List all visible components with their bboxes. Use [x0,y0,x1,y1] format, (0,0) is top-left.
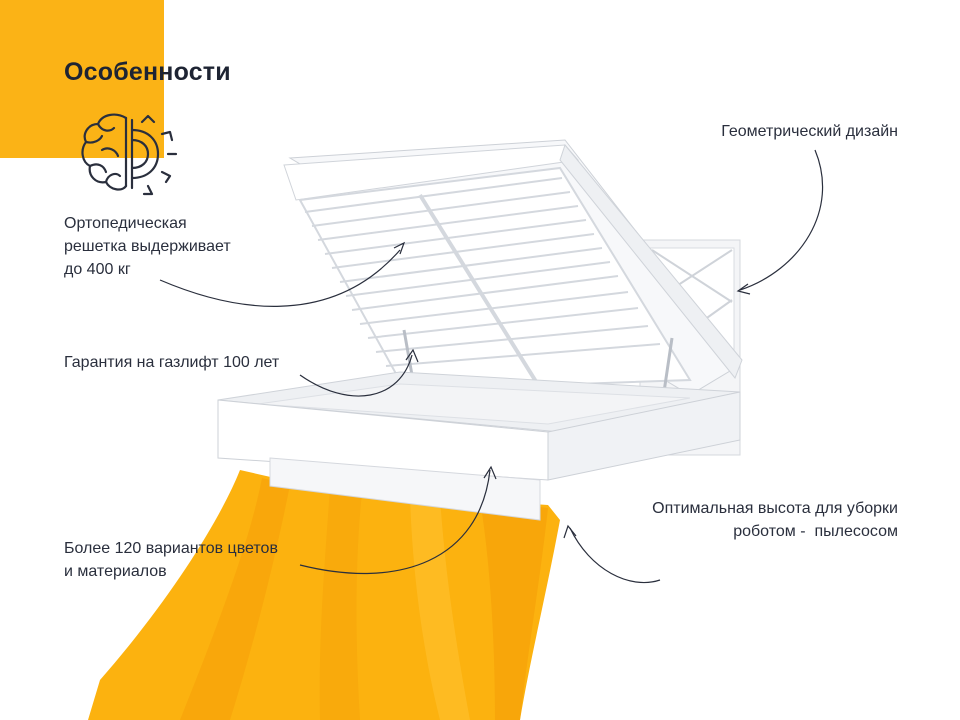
yellow-accent-block [0,0,164,158]
brain-gear-icon [81,113,178,196]
feature-height-line-1: Оптимальная высота для уборки [652,500,898,517]
feature-orthopedic-line-1: Ортопедическая [64,215,187,232]
feature-orthopedic-line-3: до 400 кг [64,261,131,278]
page-title: Особенности [64,58,231,86]
feature-orthopedic-line-2: решетка выдерживает [64,238,231,255]
feature-colors-line-1: Более 120 вариантов цветов [64,540,278,557]
feature-gaslift: Гарантия на газлифт 100 лет [64,354,280,371]
feature-height: Оптимальная высота для уборки роботом - … [578,497,898,543]
feature-colors-line-2: и материалов [64,563,167,580]
feature-colors: Более 120 вариантов цветов и материалов [64,537,364,583]
feature-design: Геометрический дизайн [721,123,898,140]
feature-height-line-2: роботом - пылесосом [733,523,898,540]
feature-orthopedic: Ортопедическая решетка выдерживает до 40… [64,212,304,281]
orthopedic-slats [298,166,692,392]
